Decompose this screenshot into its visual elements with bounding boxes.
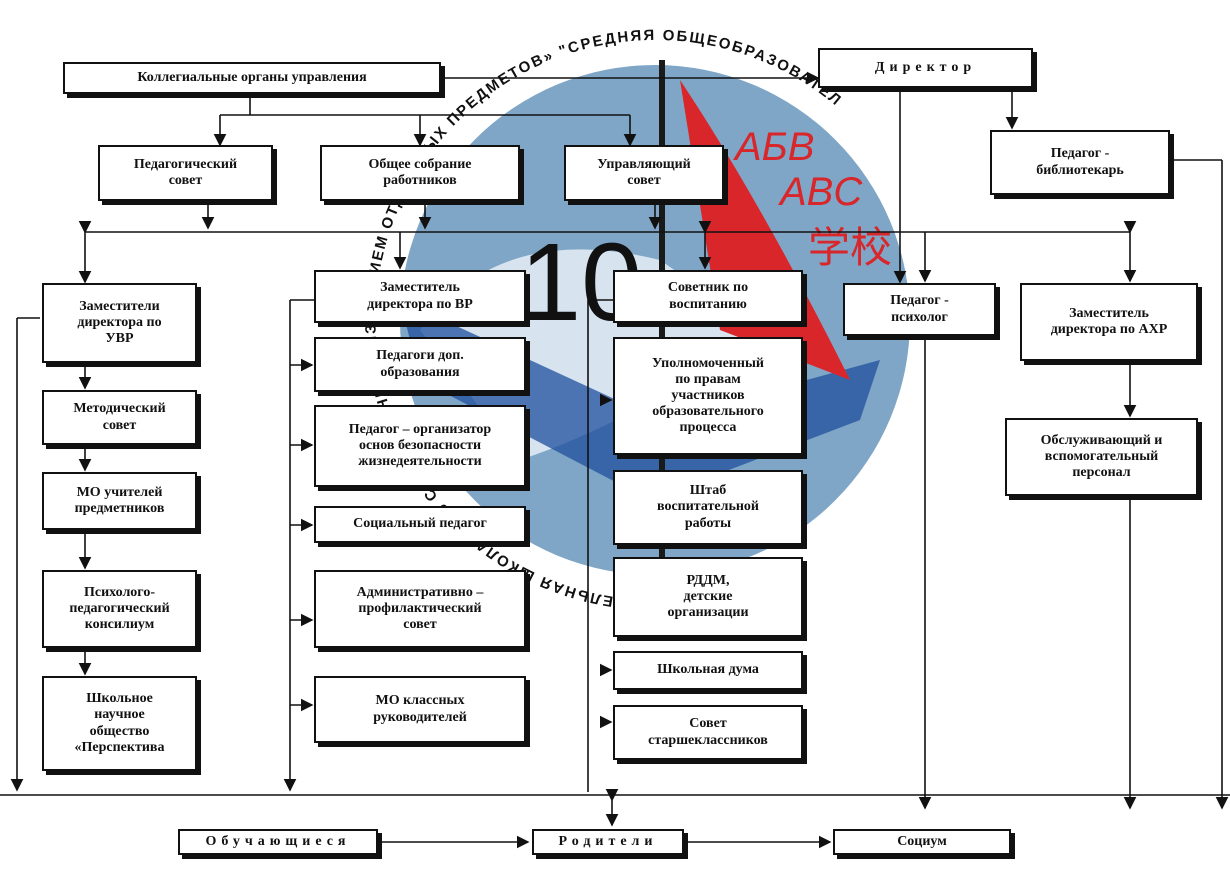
rights-ombudsman: Уполномоченный по правам участников обра… — [613, 337, 803, 455]
director: Директор — [818, 48, 1033, 88]
psychologist: Педагог - психолог — [843, 283, 996, 336]
society: Социум — [833, 829, 1011, 855]
senior-council: Совет старшеклассников — [613, 705, 803, 760]
support-staff: Обслуживающий и вспомогательный персонал — [1005, 418, 1198, 496]
deputy-ahr: Заместитель директора по АХР — [1020, 283, 1198, 361]
upbringing-advisor: Советник по воспитанию — [613, 270, 803, 323]
students: Обучающиеся — [178, 829, 378, 855]
rddm: РДДМ, детские организации — [613, 557, 803, 637]
parents: Родители — [532, 829, 684, 855]
general-meeting: Общее собрание работников — [320, 145, 520, 201]
deputy-vr: Заместитель директора по ВР — [314, 270, 526, 323]
collegial-bodies: Коллегиальные органы управления — [63, 62, 441, 94]
upbringing-hq: Штаб воспитательной работы — [613, 470, 803, 545]
connector-lines — [0, 71, 1230, 849]
librarian: Педагог - библиотекарь — [990, 130, 1170, 195]
emblem-letters-cyr: АБВ — [733, 125, 814, 169]
additional-education: Педагоги доп. образования — [314, 337, 526, 392]
deputy-uvr: Заместители директора по УВР — [42, 283, 197, 363]
emblem-letters-cjk: 学校 — [808, 224, 892, 271]
admin-prevention-council: Административно – профилактический совет — [314, 570, 526, 648]
school-duma: Школьная дума — [613, 651, 803, 690]
pedagogical-council: Педагогический совет — [98, 145, 273, 201]
mo-class-teachers: МО классных руководителей — [314, 676, 526, 743]
mo-teachers: МО учителей предметников — [42, 472, 197, 530]
methodical-council: Методический совет — [42, 390, 197, 445]
social-pedagogue: Социальный педагог — [314, 506, 526, 543]
managing-council: Управляющий совет — [564, 145, 724, 201]
ppk-council: Психолого- педагогический консилиум — [42, 570, 197, 648]
safety-organizer: Педагог – организатор основ безопасности… — [314, 405, 526, 487]
science-society: Школьное научное общество «Перспектива — [42, 676, 197, 771]
emblem-letters-lat: ABC — [778, 170, 863, 214]
